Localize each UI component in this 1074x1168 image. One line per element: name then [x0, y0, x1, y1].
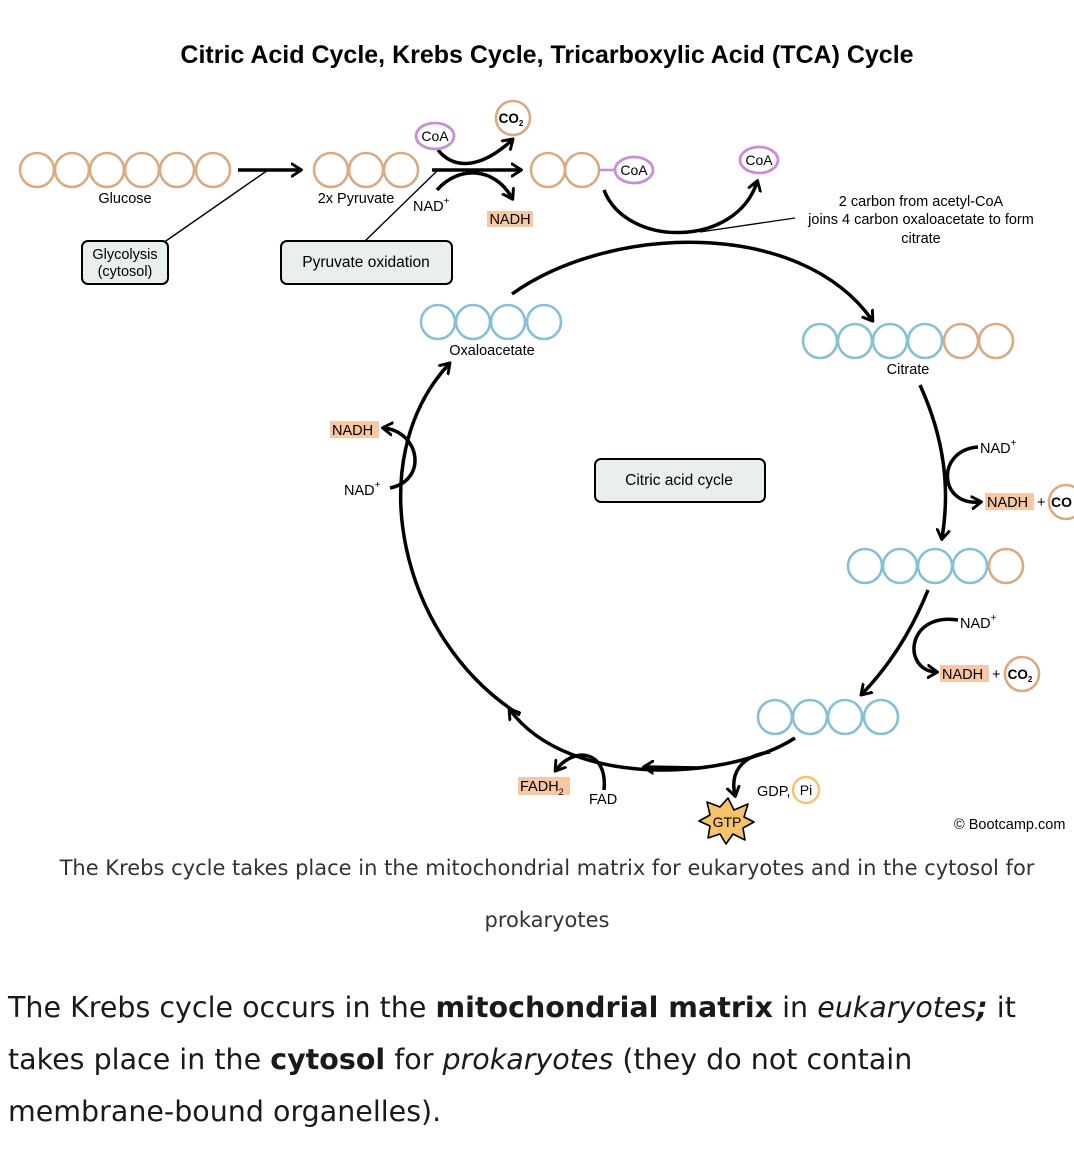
nad-nadh-arrow-step1	[945, 445, 980, 502]
pyruvate-oxidation-box	[280, 240, 453, 285]
pyruvate-oxidation-leader-line	[364, 169, 439, 242]
pi-molecule	[791, 775, 821, 805]
coa-released-label: CoA	[745, 152, 773, 168]
cycle-arc-citrate-to-isocitrate	[918, 384, 946, 538]
nadh-highlight-pyruvate	[487, 211, 533, 227]
glycolysis-label-line1: Glycolysis	[92, 247, 157, 263]
gdp-gtp-arrow	[734, 750, 771, 795]
bold-mitochondrial-matrix: mitochondrial matrix	[435, 991, 774, 1024]
cycle-arc-oxaloacetate-to-citrate	[510, 240, 872, 320]
nad-label-step2: NAD+	[960, 613, 997, 632]
fad-label: FAD	[589, 792, 617, 808]
coa-in-arrow	[436, 140, 512, 166]
cycle-arc-to-succinyl	[862, 589, 930, 694]
nadh-label-pyruvate: NADH	[489, 212, 530, 228]
copyright-label: © Bootcamp.com	[954, 817, 1065, 833]
plus-step1: +	[1037, 495, 1045, 511]
pyruvate-molecule	[312, 151, 420, 189]
oxaloacetate-label: Oxaloacetate	[449, 343, 534, 359]
acetyl-note-line1: 2 carbon from acetyl-CoA	[839, 194, 1004, 210]
nad-nadh-arrow-step2	[912, 617, 959, 672]
fad-fadh2-arrow	[556, 753, 606, 791]
glucose-label: Glucose	[98, 191, 151, 207]
citrate-label: Citrate	[887, 362, 930, 378]
italic-prokaryotes: prokaryotes	[442, 1043, 614, 1076]
co2-released-pyruvate	[494, 99, 532, 137]
acetyl-coa-label: CoA	[620, 162, 648, 178]
acetyl-coa	[613, 155, 655, 185]
nad-label-left: NAD+	[344, 480, 381, 499]
oxaloacetate-molecule	[419, 303, 563, 341]
coa-release-arrow	[602, 182, 757, 235]
acetyl-note-line2: joins 4 carbon oxaloacetate to form	[807, 212, 1034, 228]
co2-released-step1	[1047, 483, 1074, 521]
succinyl-molecule	[756, 698, 900, 736]
pi-label: Pi	[800, 782, 812, 798]
glycolysis-leader-line	[162, 169, 269, 244]
nadh-highlight-step1	[985, 493, 1034, 510]
coa-entering-label: CoA	[421, 128, 449, 144]
citrate-molecule	[801, 322, 1015, 360]
plus-step2: +	[992, 667, 1000, 683]
coa-entering	[414, 121, 456, 151]
fadh2-highlight	[518, 777, 570, 795]
cycle-arc-bottom	[510, 710, 796, 772]
nadh-label-step2: NADH	[942, 667, 983, 683]
cycle-arrowhead-bottom	[645, 767, 701, 768]
krebs-cycle-diagram: Citric Acid Cycle, Krebs Cycle, Tricarbo…	[18, 41, 1074, 845]
glucose-molecule	[18, 151, 232, 189]
co2-label-step1: CO	[1051, 494, 1072, 510]
coa-released	[738, 145, 780, 175]
nad-label-pyruvate: NAD+	[413, 196, 450, 215]
nad-nadh-arrow	[435, 171, 512, 198]
citric-acid-cycle-label: Citric acid cycle	[625, 472, 733, 489]
body-paragraph: The Krebs cycle occurs in the mitochondr…	[8, 991, 1016, 1128]
acetyl-note-line3: citrate	[901, 231, 941, 247]
co2-label-pyruvate: CO2	[499, 111, 524, 128]
nadh-highlight-step2	[940, 665, 989, 682]
alpha-ketoglutarate-molecule	[846, 547, 1025, 585]
nadh-label-step1: NADH	[987, 495, 1028, 511]
figure-caption-line1: The Krebs cycle takes place in the mitoc…	[59, 856, 1035, 880]
co2-label-step2: CO2	[1008, 667, 1033, 684]
figure-caption-line2: prokaryotes	[484, 908, 610, 932]
italic-eukaryotes: eukaryotes	[817, 991, 977, 1024]
nadh-label-left: NADH	[332, 423, 373, 439]
acetyl-note-leader	[699, 217, 796, 233]
fadh2-label: FADH2	[520, 779, 564, 797]
gtp-label: GTP	[713, 814, 742, 830]
figure-title: Citric Acid Cycle, Krebs Cycle, Tricarbo…	[180, 41, 913, 69]
pyruvate-label: 2x Pyruvate	[318, 191, 395, 207]
citric-acid-cycle-box	[594, 458, 766, 503]
gtp-star	[698, 797, 755, 845]
nad-label-step1: NAD+	[980, 438, 1017, 457]
bold-cytosol: cytosol	[270, 1043, 386, 1076]
cycle-arc-left	[398, 364, 521, 717]
nad-nadh-arrow-left	[384, 428, 417, 490]
co2-released-step2	[1003, 655, 1041, 693]
acetyl-group	[529, 151, 601, 189]
glycolysis-box	[81, 240, 169, 285]
pyruvate-oxidation-label: Pyruvate oxidation	[302, 254, 430, 271]
nadh-highlight-left	[330, 421, 379, 438]
glycolysis-label-line2: (cytosol)	[98, 264, 153, 280]
gdp-label: GDP,	[757, 784, 791, 800]
